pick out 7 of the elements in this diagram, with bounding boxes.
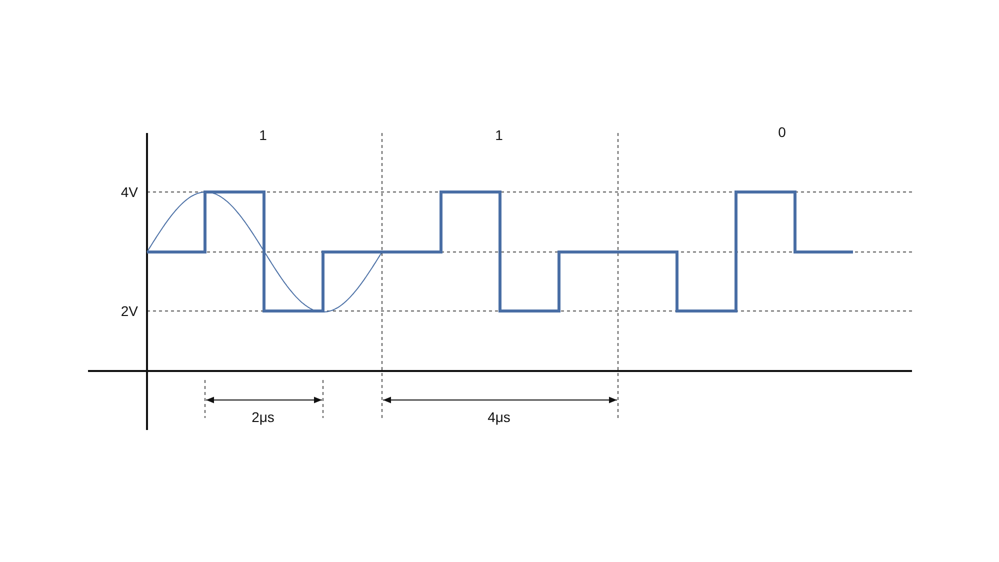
voltage-label: 4V [120,184,138,200]
duration-label: 4μs [488,409,510,425]
voltage-label: 2V [120,303,138,319]
bit-value-label: 1 [259,127,267,143]
duration-label: 2μs [252,409,274,425]
bit-value-label: 0 [778,124,786,140]
bit-value-label: 1 [495,127,503,143]
